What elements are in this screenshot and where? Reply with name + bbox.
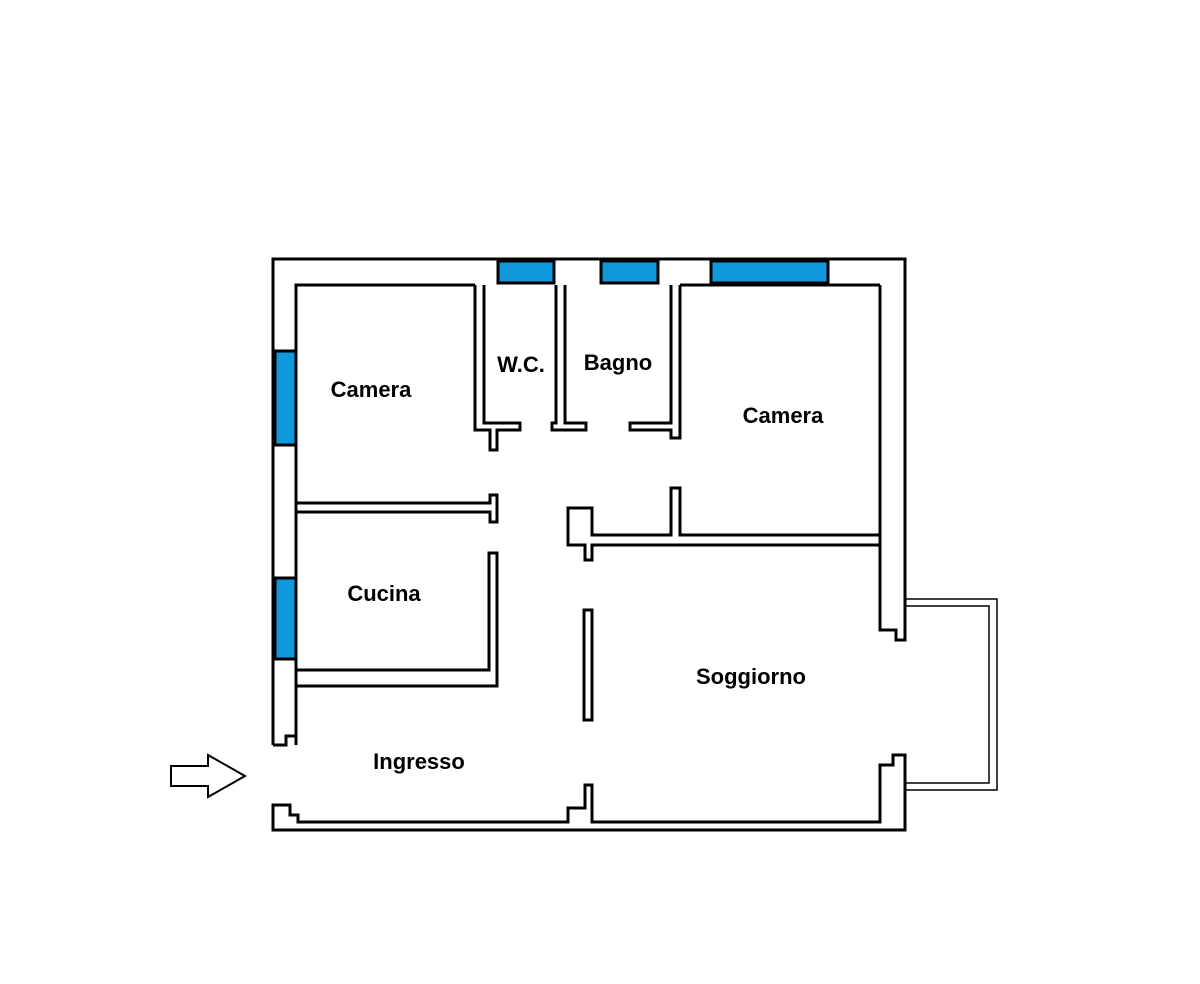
room-label-cucina: Cucina [347,581,421,606]
interior-walls [296,285,882,722]
room-label-ingresso: Ingresso [373,749,465,774]
window [496,259,556,285]
window [599,259,660,285]
room-label-bagno: Bagno [583,350,653,375]
window [273,576,298,661]
room-label-camera-1: Camera [330,377,412,402]
right-arrow-icon [170,753,248,799]
window [273,349,298,447]
room-label-soggiorno: Soggiorno [696,664,806,689]
window [709,259,830,285]
room-label-camera-2: Camera [742,403,824,428]
room-label-wc: W.C. [497,352,545,377]
balcony [905,598,998,791]
